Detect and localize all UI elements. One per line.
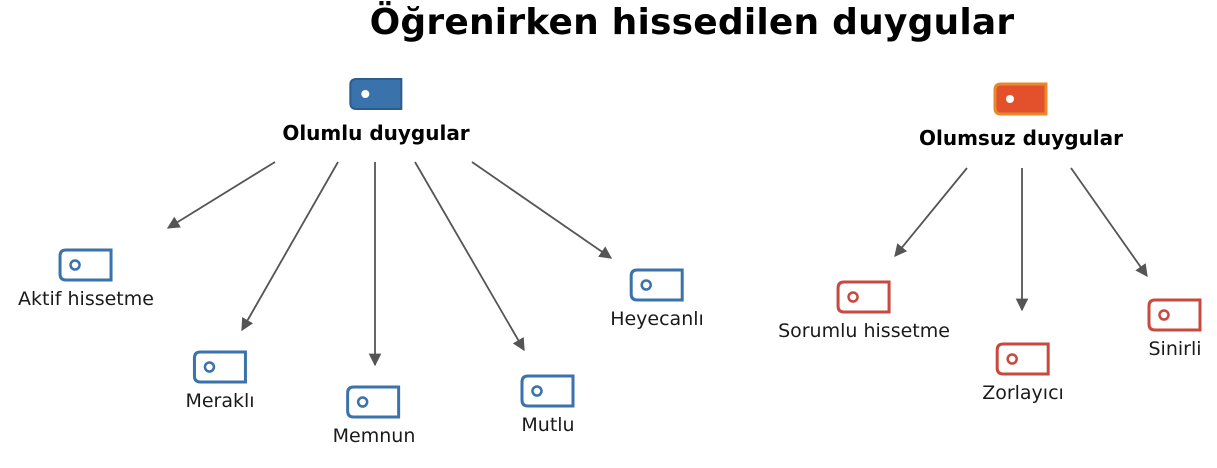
node-sorumlu-hissetme: Sorumlu hissetme bbox=[778, 280, 950, 342]
tag-icon bbox=[836, 280, 891, 314]
node-label: Mutlu bbox=[521, 414, 575, 436]
node-label: Olumsuz duygular bbox=[918, 126, 1124, 150]
node-label: Heyecanlı bbox=[610, 308, 704, 330]
tag-icon bbox=[520, 374, 575, 408]
tag-icon bbox=[1147, 298, 1202, 332]
node-label: Aktif hissetme bbox=[18, 288, 154, 310]
tag-icon bbox=[58, 248, 113, 282]
tag-icon bbox=[346, 385, 401, 419]
node-positive-root: Olumlu duygular bbox=[282, 77, 470, 145]
node-merakli: Meraklı bbox=[185, 350, 255, 412]
arrow-negative-sinirli bbox=[1070, 167, 1148, 278]
tag-icon bbox=[993, 82, 1048, 116]
arrow-positive-mutlu bbox=[414, 161, 525, 352]
node-label: Sinirli bbox=[1148, 338, 1202, 360]
tag-icon bbox=[995, 342, 1050, 376]
arrow-positive-aktif bbox=[166, 161, 276, 229]
tag-icon bbox=[629, 268, 684, 302]
arrow-positive-merakli bbox=[241, 161, 339, 332]
node-aktif-hissetme: Aktif hissetme bbox=[18, 248, 154, 310]
node-sinirli: Sinirli bbox=[1147, 298, 1203, 360]
node-label: Memnun bbox=[332, 425, 416, 447]
node-label: Zorlayıcı bbox=[982, 382, 1064, 404]
arrow-negative-sorumlu bbox=[894, 167, 968, 257]
node-zorlayici: Zorlayıcı bbox=[982, 342, 1064, 404]
tag-icon bbox=[348, 78, 402, 110]
node-label: Olumlu duygular bbox=[282, 121, 470, 145]
node-label: Sorumlu hissetme bbox=[778, 320, 950, 342]
diagram-title: Öğrenirken hissedilen duygular bbox=[369, 2, 1015, 43]
tag-icon bbox=[192, 350, 247, 384]
arrow-positive-heyecanli bbox=[471, 161, 613, 259]
node-heyecanli: Heyecanlı bbox=[610, 268, 704, 330]
node-mutlu: Mutlu bbox=[520, 374, 576, 436]
node-label: Meraklı bbox=[185, 390, 255, 412]
node-negative-root: Olumsuz duygular bbox=[919, 82, 1123, 150]
node-memnun: Memnun bbox=[332, 385, 416, 447]
